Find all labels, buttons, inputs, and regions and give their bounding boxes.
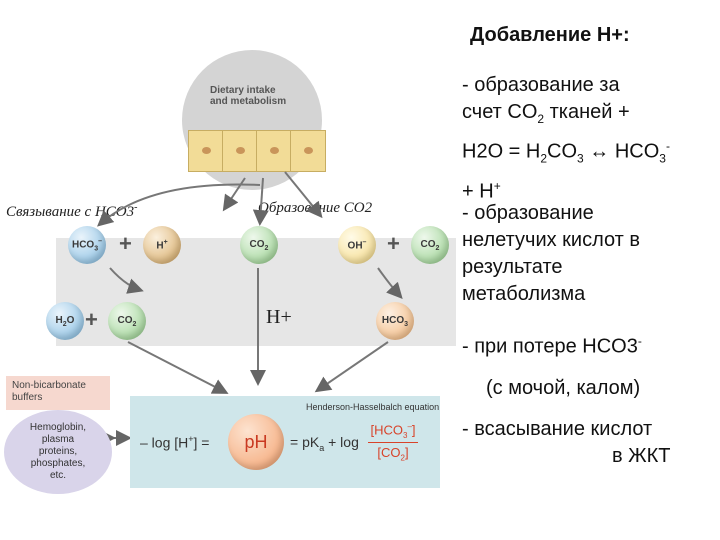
- equation-fraction: [HCO3–] [CO2]: [368, 422, 418, 463]
- arrow: [96, 183, 261, 227]
- oh-circle: OH–: [338, 226, 376, 264]
- cell: [188, 130, 224, 172]
- bullet-nonvolatile-acids: - образование нелетучих кислот в результ…: [462, 202, 641, 305]
- equation-left: – log [H+] =: [140, 434, 210, 451]
- dietary-label: Dietary intake and metabolism: [210, 85, 287, 107]
- arrow: [252, 177, 269, 226]
- plus-sign: +: [85, 307, 98, 332]
- cell: [222, 130, 258, 172]
- heading: Добавление H+:: [470, 24, 630, 46]
- non-bicarbonate-box: Non-bicarbonate buffers: [6, 376, 110, 410]
- ph-circle: pH: [228, 414, 284, 470]
- arrow: [109, 267, 144, 294]
- arrow: [314, 341, 389, 393]
- cell: [290, 130, 326, 172]
- hplus-circle: H+: [143, 226, 181, 264]
- equation-right: = pKa + log: [290, 434, 359, 453]
- arrow: [377, 267, 403, 299]
- hplus-label: H+: [266, 306, 292, 328]
- bullet-hco3-loss: - при потере HCO3- (с мочой, калом): [462, 334, 642, 399]
- bullet-gi-absorption: - всасывание кислот в ЖКТ: [462, 418, 671, 467]
- hco3-circle-left: HCO3–: [68, 226, 106, 264]
- plus-sign: +: [119, 231, 132, 256]
- arrow: [284, 171, 323, 219]
- hco3-circle-right: HCO3: [376, 302, 414, 340]
- tissue-cells: [188, 130, 328, 172]
- plus-sign: +: [387, 231, 400, 256]
- co2-circle-middle: CO2: [240, 226, 278, 264]
- flow-arrows: [96, 171, 403, 446]
- arrow: [127, 341, 229, 394]
- co2-circle-right: CO2: [411, 226, 449, 264]
- buffers-circle: Hemoglobin, plasma proteins, phosphates,…: [4, 410, 112, 494]
- equation-title: Henderson-Hasselbalch equation: [306, 402, 440, 412]
- co2-circle-lower: CO2: [108, 302, 146, 340]
- diagram: Dietary intake and metabolism Связывание…: [4, 50, 456, 494]
- bullet-tissue-co2: - образование за счет CO2 тканей + H2O =…: [462, 74, 670, 203]
- arrow: [222, 177, 246, 212]
- h2o-circle: H2O: [46, 302, 84, 340]
